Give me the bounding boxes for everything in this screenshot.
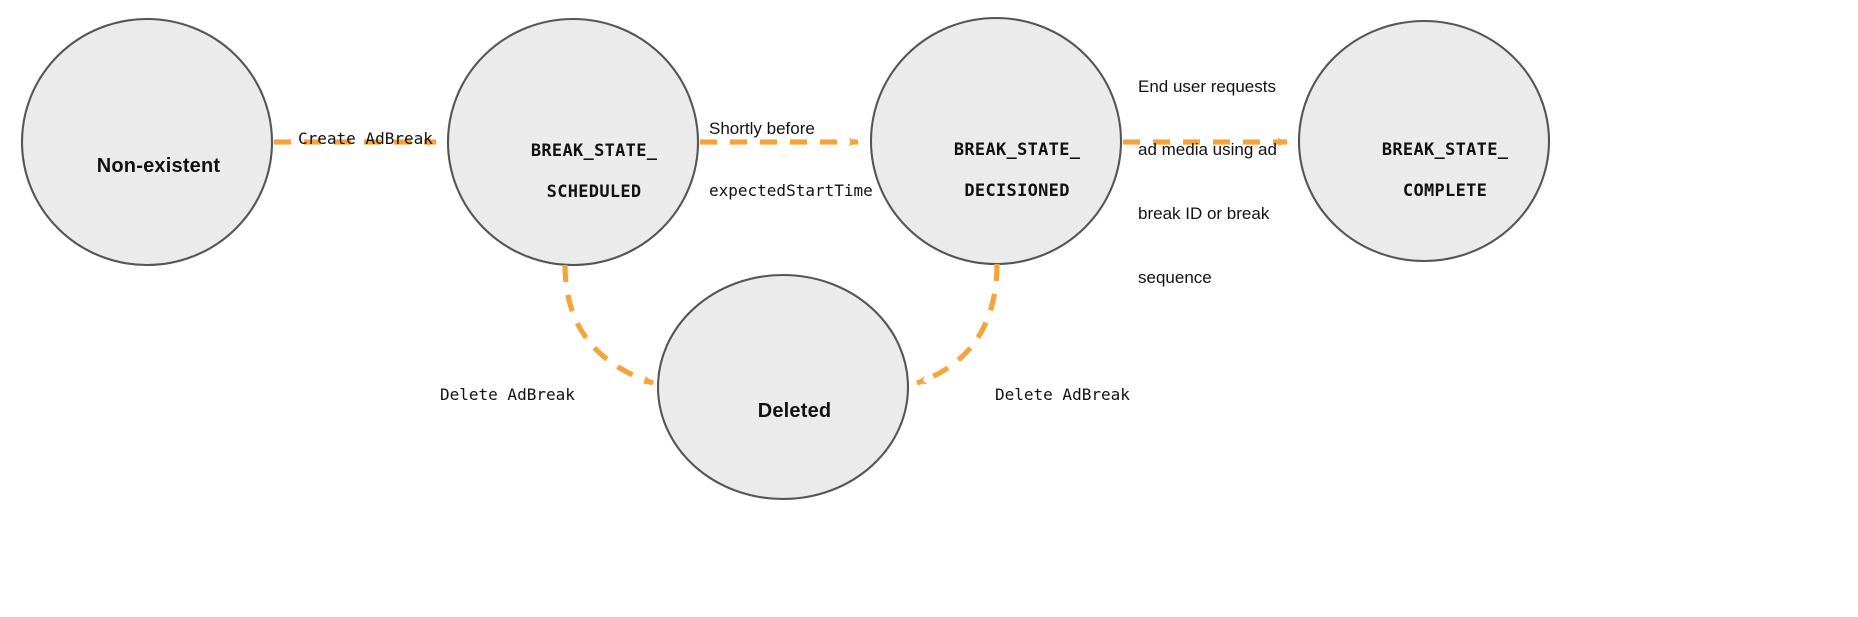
edge-paths bbox=[274, 137, 1289, 386]
node-shape-break-state-decisioned[interactable] bbox=[869, 16, 1123, 266]
node-shape-break-state-scheduled[interactable] bbox=[446, 17, 700, 267]
node-shape-deleted[interactable] bbox=[656, 273, 910, 501]
edge-path-delete-adbreak-from-decisioned bbox=[915, 263, 1000, 386]
node-shapes bbox=[20, 16, 1551, 501]
node-shape-break-state-complete[interactable] bbox=[1297, 19, 1551, 263]
node-shape-non-existent[interactable] bbox=[20, 17, 274, 267]
edge-path-delete-adbreak-from-scheduled bbox=[562, 264, 655, 386]
